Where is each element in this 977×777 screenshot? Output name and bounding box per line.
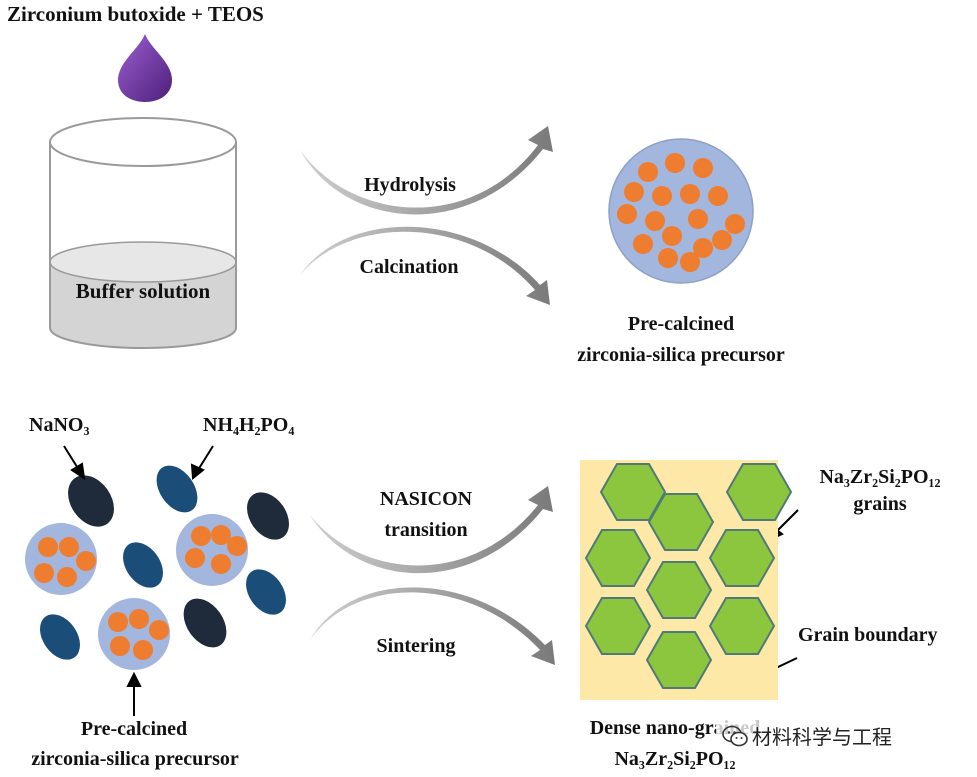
- top-product-label-line1: Pre-calcined: [627, 313, 735, 335]
- beaker: [49, 117, 237, 349]
- grains-label-line2: grains: [853, 493, 907, 515]
- nano3-particles: [68, 475, 289, 648]
- nh4h2po4-particles: [40, 465, 286, 660]
- grains: [584, 463, 793, 689]
- nh4h2po4-label: NH₄H₂PO₄: [203, 414, 295, 436]
- hydrolysis-label: Hydrolysis: [364, 174, 456, 196]
- precalcined-particle: [608, 138, 754, 284]
- nano3-label: NaNO₃: [29, 414, 90, 436]
- bottom-precursor-label-line1: Pre-calcined: [80, 718, 188, 740]
- bottom-precursor-label-line2: zirconia-silica precursor: [31, 748, 239, 770]
- precursor-particle-1: [25, 523, 97, 595]
- calcination-label: Calcination: [359, 256, 459, 278]
- wechat-icon: [722, 725, 748, 746]
- nasicon-label-line2: transition: [384, 519, 468, 541]
- beaker-label: Buffer solution: [75, 279, 211, 303]
- nasicon-transition-arrow: [310, 486, 553, 574]
- grains-label-line1: Na₃Zr₂Si₂PO₁₂: [819, 466, 941, 488]
- calcination-arrow: [300, 226, 550, 305]
- sintering-label: Sintering: [376, 635, 456, 657]
- reagent-label: Zirconium butoxide + TEOS: [7, 2, 264, 26]
- hydrolysis-arrow: [300, 126, 553, 215]
- bottom-product-label-line2: Na₃Zr₂Si₂PO₁₂: [614, 748, 736, 770]
- precursor-particle-2: [176, 514, 248, 586]
- droplet-icon: [118, 34, 172, 102]
- watermark: 材料科学与工程: [716, 719, 898, 752]
- top-product-label-line2: zirconia-silica precursor: [577, 344, 785, 366]
- nasicon-label-line1: NASICON: [379, 488, 473, 510]
- watermark-text: 材料科学与工程: [752, 725, 892, 749]
- grain-boundary-label: Grain boundary: [798, 624, 938, 646]
- precursor-particle-3: [98, 598, 170, 670]
